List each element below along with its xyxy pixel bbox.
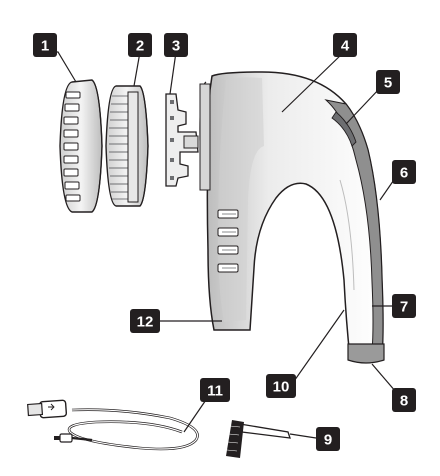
callout-9: 9 <box>316 427 340 451</box>
callout-label-6: 6 <box>400 165 408 182</box>
callout-1: 1 <box>33 33 57 57</box>
callout-7: 7 <box>392 294 416 318</box>
callout-12: 12 <box>130 309 160 333</box>
callout-label-3: 3 <box>172 38 180 55</box>
device-body <box>199 71 385 364</box>
callout-2: 2 <box>128 33 152 57</box>
cleaning-brush <box>226 420 291 458</box>
callout-6: 6 <box>392 160 416 184</box>
blade-ring <box>105 85 149 207</box>
callout-label-11: 11 <box>207 383 223 400</box>
callout-label-7: 7 <box>400 299 408 316</box>
callout-label-5: 5 <box>384 75 392 92</box>
callout-label-9: 9 <box>324 432 332 449</box>
leader-lines <box>44 51 399 439</box>
callout-10: 10 <box>266 374 296 398</box>
callout-label-4: 4 <box>341 38 350 55</box>
callout-11: 11 <box>200 378 230 402</box>
callout-4: 4 <box>333 33 357 57</box>
callout-label-1: 1 <box>41 38 49 55</box>
callout-label-12: 12 <box>137 314 154 331</box>
callout-5: 5 <box>376 70 400 94</box>
callout-label-2: 2 <box>136 38 144 55</box>
callout-3: 3 <box>164 33 188 57</box>
usb-cable <box>27 399 199 451</box>
callout-label-10: 10 <box>273 379 290 396</box>
callout-label-8: 8 <box>400 393 408 410</box>
blade-assembly <box>165 93 199 187</box>
callout-8: 8 <box>392 388 416 412</box>
guard-cover <box>59 79 103 213</box>
